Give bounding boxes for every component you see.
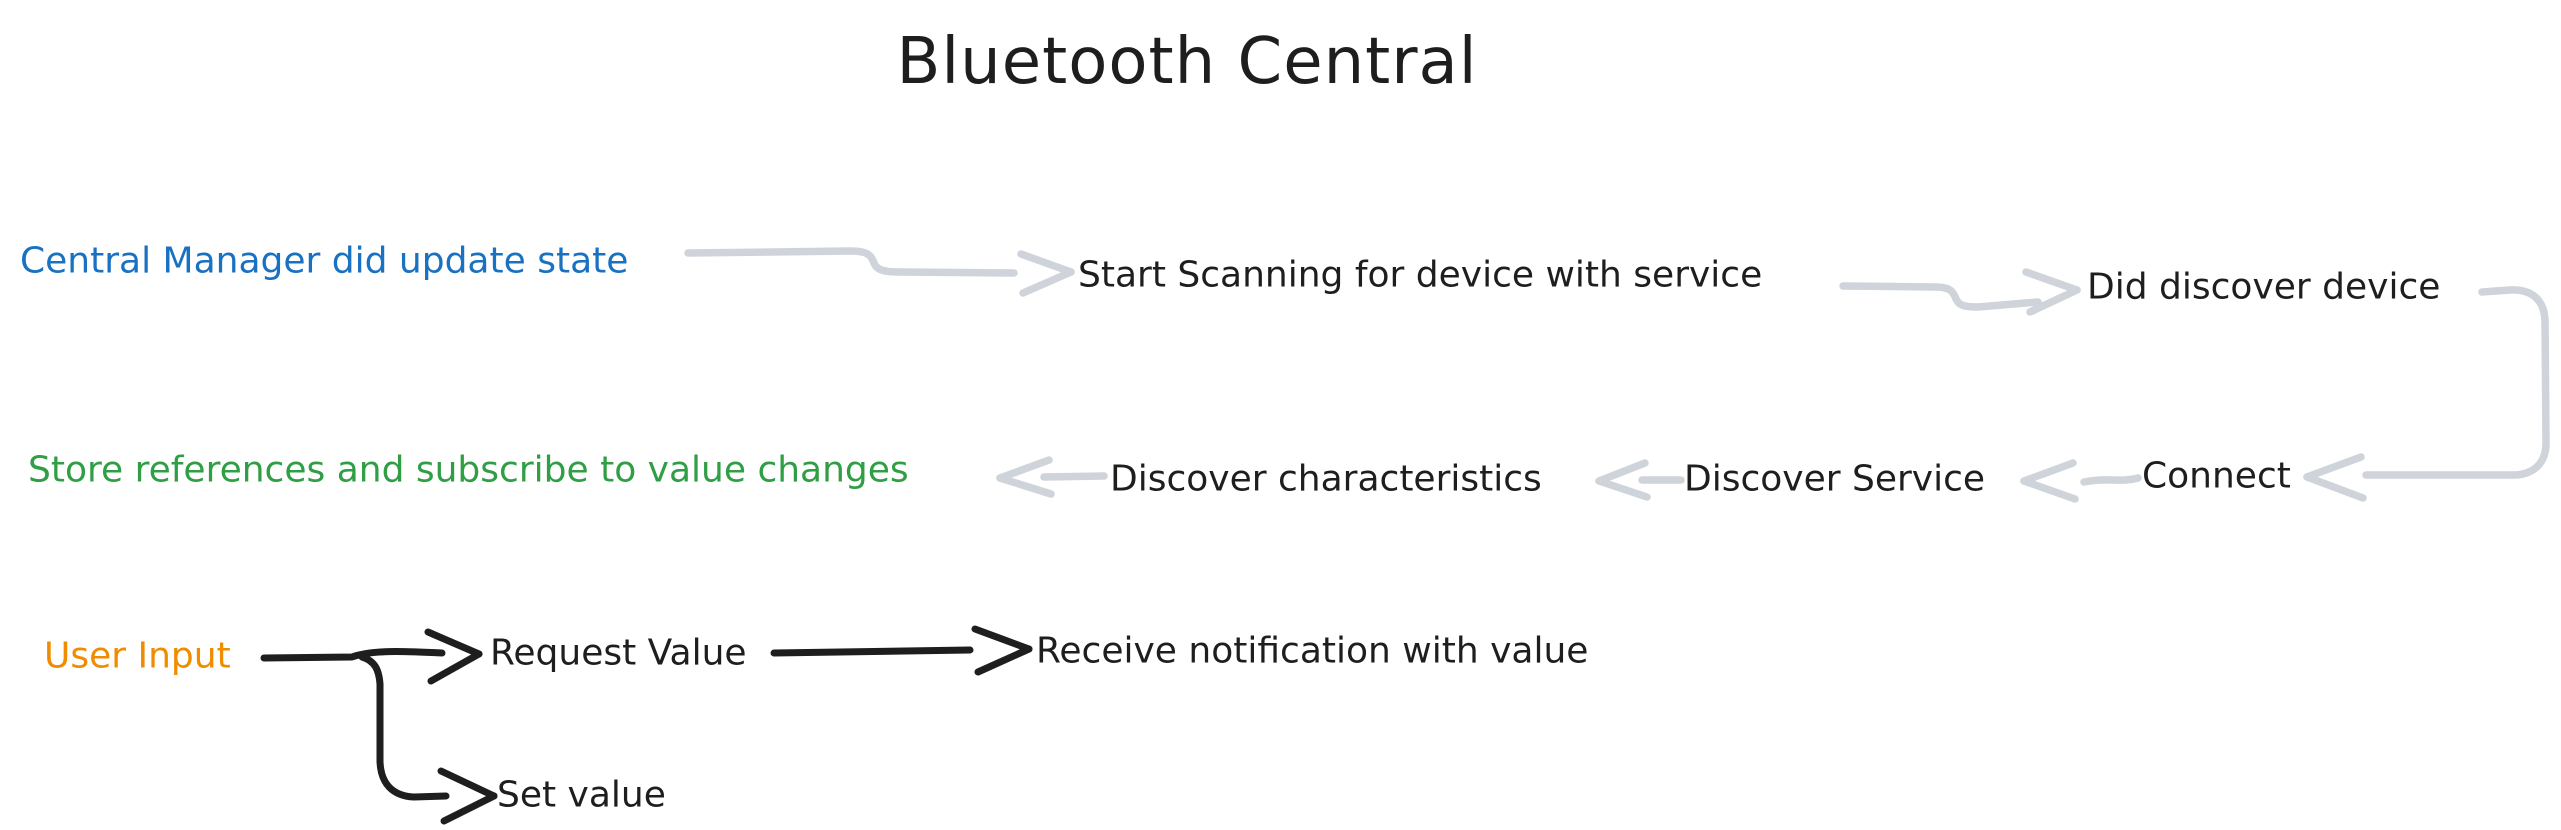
node-discover-service: Discover Service: [1684, 458, 1986, 500]
arrow-user-input-to-request-value: [260, 628, 483, 685]
arrow-did-discover-to-connect: [2303, 286, 2550, 502]
arrow-connect-to-discover-service: [2020, 459, 2142, 503]
node-connect: Connect: [2142, 455, 2291, 497]
node-receive-notification-with-value: Receive notification with value: [1036, 630, 1589, 672]
node-start-scanning-for-device-with-service: Start Scanning for device with service: [1078, 254, 1763, 296]
arrow-user-input-to-set-value: [358, 653, 498, 825]
node-user-input: User Input: [44, 635, 231, 677]
arrow-request-value-to-receive-notification: [770, 625, 1033, 676]
node-discover-characteristics: Discover characteristics: [1110, 458, 1542, 500]
arrow-central-manager-to-start-scanning: [684, 247, 1075, 297]
arrow-discover-characteristics-to-store-references: [996, 456, 1108, 498]
node-central-manager-did-update-state: Central Manager did update state: [20, 240, 629, 282]
arrow-start-scanning-to-did-discover: [1839, 268, 2081, 316]
node-did-discover-device: Did discover device: [2087, 266, 2441, 308]
node-store-references-and-subscribe: Store references and subscribe to value …: [28, 449, 909, 491]
diagram-title: Bluetooth Central: [896, 25, 1478, 99]
node-request-value: Request Value: [490, 632, 747, 674]
node-set-value: Set value: [497, 774, 666, 816]
arrow-discover-service-to-discover-characteristics: [1595, 459, 1685, 501]
